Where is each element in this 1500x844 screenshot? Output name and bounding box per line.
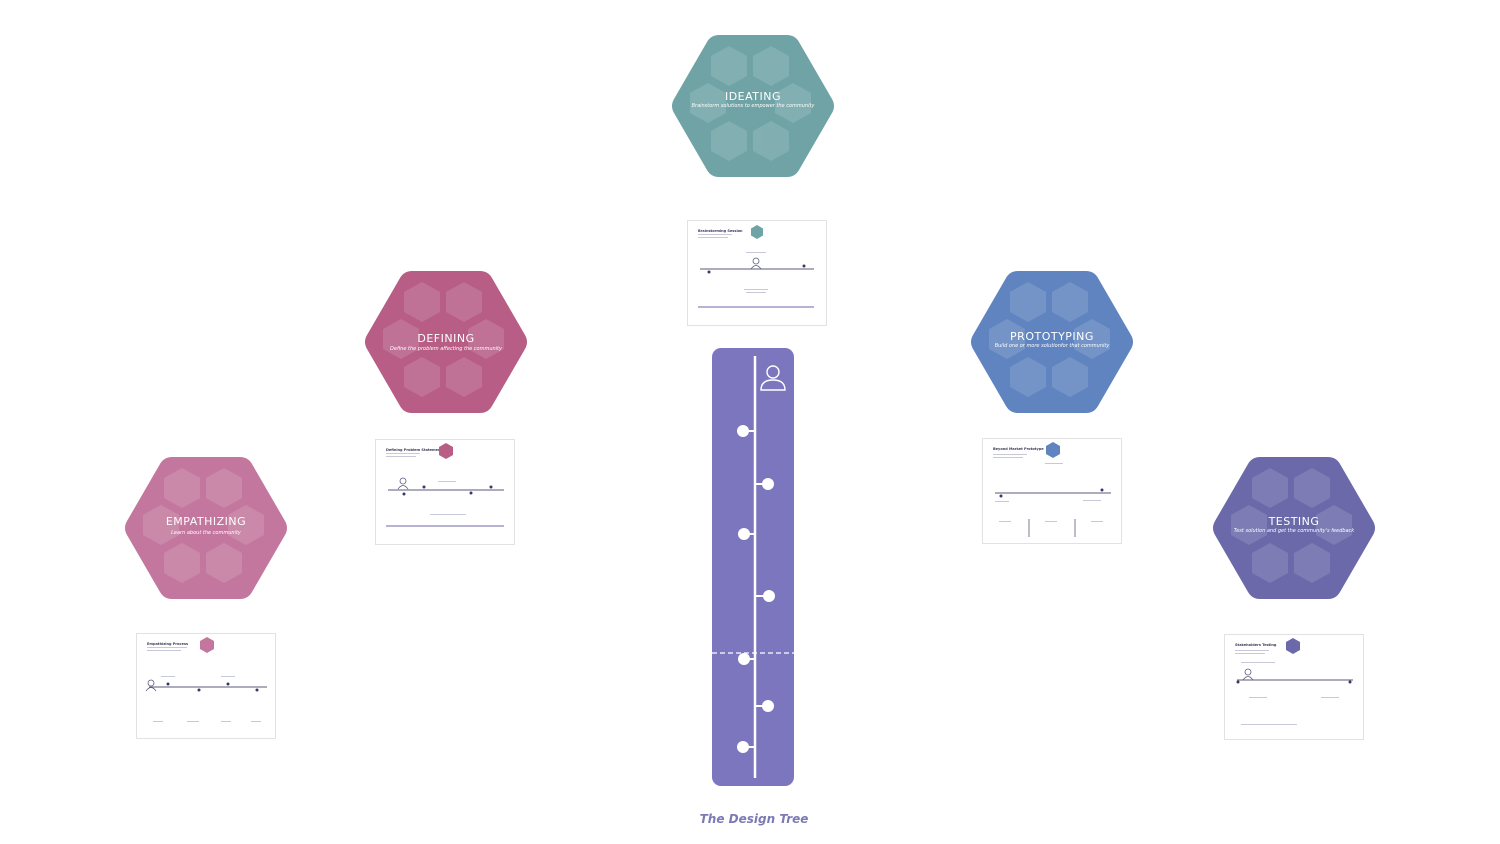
diagram-caption: The Design Tree bbox=[699, 812, 809, 826]
stage-subtitle: Define the problem affecting the communi… bbox=[390, 346, 502, 352]
stage-testing[interactable]: TESTING Test solution and get the commun… bbox=[1212, 455, 1376, 601]
thumbnail-ideating[interactable]: Brainstorming Session bbox=[687, 220, 827, 326]
thumbnail-graphic bbox=[1235, 638, 1353, 725]
stage-prototyping[interactable]: PROTOTYPING Build one or more solutionfo… bbox=[970, 269, 1134, 415]
thumbnail-title: Defining Problem Statement bbox=[386, 448, 443, 452]
thumbnail-title: Stakeholders Testing bbox=[1235, 643, 1277, 647]
hexagon-shape bbox=[971, 271, 1133, 413]
hexagon-shape bbox=[1213, 457, 1375, 599]
thumbnail-graphic bbox=[698, 225, 814, 308]
stage-defining[interactable]: DEFINING Define the problem affecting th… bbox=[364, 269, 528, 415]
stage-label: TESTING bbox=[1268, 515, 1320, 528]
hexagon-shape bbox=[365, 271, 527, 413]
stage-subtitle: Brainstorm solutions to empower the comm… bbox=[691, 103, 815, 109]
stage-ideating[interactable]: IDEATING Brainstorm solutions to empower… bbox=[671, 33, 835, 179]
branch-node-5 bbox=[738, 653, 755, 665]
tree-trunk bbox=[712, 348, 794, 786]
thumbnail-prototyping[interactable]: Beyond Market Prototype bbox=[982, 438, 1122, 544]
thumbnail-graphic bbox=[993, 442, 1111, 537]
thumbnail-title: Brainstorming Session bbox=[698, 229, 743, 233]
thumbnail-graphic bbox=[386, 443, 504, 527]
thumbnail-title: Empathizing Process bbox=[147, 642, 189, 646]
branch-node-2 bbox=[755, 478, 774, 490]
thumbnail-graphic bbox=[145, 637, 267, 722]
design-tree bbox=[712, 348, 794, 786]
thumbnail-title: Beyond Market Prototype bbox=[993, 447, 1044, 451]
thumbnail-testing[interactable]: Stakeholders Testing bbox=[1224, 634, 1364, 740]
stage-label: IDEATING bbox=[724, 90, 782, 103]
stage-subtitle: Learn about the community bbox=[171, 530, 241, 536]
stage-label: PROTOTYPING bbox=[1010, 330, 1094, 343]
stage-subtitle: Build one or more solutionfor that commu… bbox=[994, 343, 1110, 349]
branch-node-1 bbox=[737, 425, 755, 437]
user-icon bbox=[760, 365, 786, 391]
branch-node-3 bbox=[738, 528, 755, 540]
stage-label: EMPATHIZING bbox=[165, 515, 247, 528]
branch-node-6 bbox=[755, 700, 774, 712]
branch-node-4 bbox=[755, 590, 775, 602]
stage-label: DEFINING bbox=[417, 332, 475, 345]
thumbnail-empathizing[interactable]: Empathizing Process bbox=[136, 633, 276, 739]
branch-node-7 bbox=[737, 741, 755, 753]
stage-empathizing[interactable]: EMPATHIZING Learn about the community bbox=[124, 455, 288, 601]
hexagon-shape bbox=[672, 35, 834, 177]
thumbnail-defining[interactable]: Defining Problem Statement bbox=[375, 439, 515, 545]
hexagon-shape bbox=[125, 457, 287, 599]
stage-subtitle: Test solution and get the community's fe… bbox=[1233, 528, 1355, 534]
